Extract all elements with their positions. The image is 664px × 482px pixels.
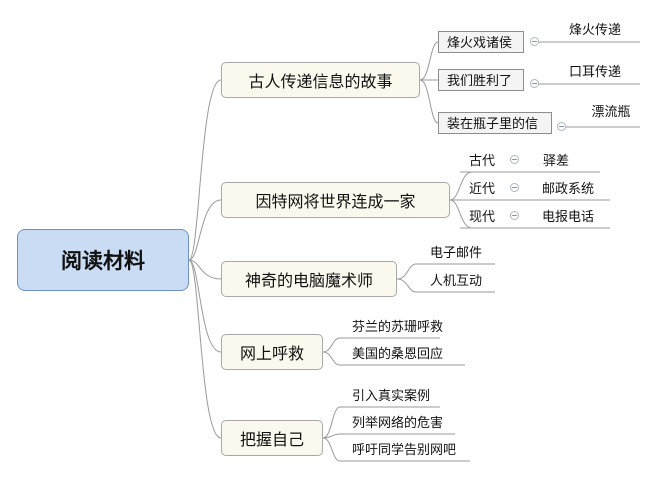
leaf-susan-call-for-help: 芬兰的苏珊呼救 xyxy=(352,319,444,335)
branch-node-internet-connects[interactable]: 因特网将世界连成一家 xyxy=(221,182,450,218)
collapse-toggle-icon[interactable] xyxy=(557,122,566,131)
topic-node-beacon-fire[interactable]: 烽火戏诸侯 xyxy=(438,31,524,53)
leaf-real-case: 引入真实案例 xyxy=(352,388,431,404)
collapse-toggle-icon[interactable] xyxy=(530,37,539,46)
leaf-beacon-relay: 烽火传递 xyxy=(568,22,621,38)
branch-label: 网上呼救 xyxy=(239,344,304,363)
collapse-toggle-icon[interactable] xyxy=(510,183,519,192)
leaf-sang-en-response: 美国的桑恩回应 xyxy=(352,346,444,362)
topic-node-contemporary[interactable]: 现代 xyxy=(468,209,495,225)
branch-node-self-control[interactable]: 把握自己 xyxy=(221,420,323,456)
branch-label: 古人传递信息的故事 xyxy=(248,72,393,91)
topic-label: 我们胜利了 xyxy=(447,73,513,89)
branch-label: 因特网将世界连成一家 xyxy=(255,192,416,211)
branch-node-ancient-stories[interactable]: 古人传递信息的故事 xyxy=(221,62,420,98)
leaf-postal-system: 邮政系统 xyxy=(541,181,594,197)
topic-label: 装在瓶子里的信 xyxy=(447,116,539,132)
root-label: 阅读材料 xyxy=(61,249,145,273)
leaf-quit-internet-cafes: 呼吁同学告别网吧 xyxy=(352,442,457,458)
collapse-toggle-icon[interactable] xyxy=(510,155,519,164)
branch-node-computer-magician[interactable]: 神奇的电脑魔术师 xyxy=(221,261,397,297)
branch-node-online-rescue[interactable]: 网上呼救 xyxy=(221,334,323,370)
collapse-toggle-icon[interactable] xyxy=(530,79,539,88)
root-node[interactable]: 阅读材料 xyxy=(17,229,189,291)
topic-node-we-won[interactable]: 我们胜利了 xyxy=(438,69,524,91)
leaf-courier: 驿差 xyxy=(542,153,569,169)
topic-node-bottle-letter[interactable]: 装在瓶子里的信 xyxy=(438,112,552,134)
topic-node-ancient[interactable]: 古代 xyxy=(468,153,495,169)
collapse-toggle-icon[interactable] xyxy=(510,211,519,220)
topic-node-modern[interactable]: 近代 xyxy=(468,181,495,197)
branch-label: 神奇的电脑魔术师 xyxy=(244,271,373,290)
topic-label: 烽火戏诸侯 xyxy=(447,35,513,51)
leaf-email: 电子邮件 xyxy=(429,245,482,261)
branch-label: 把握自己 xyxy=(239,430,304,449)
leaf-telegraph-telephone: 电报电话 xyxy=(541,209,594,225)
leaf-human-computer-interaction: 人机互动 xyxy=(429,273,482,289)
leaf-internet-harms: 列举网络的危害 xyxy=(352,415,444,431)
leaf-drift-bottle: 漂流瓶 xyxy=(591,104,631,120)
leaf-word-of-mouth: 口耳传递 xyxy=(568,64,621,80)
